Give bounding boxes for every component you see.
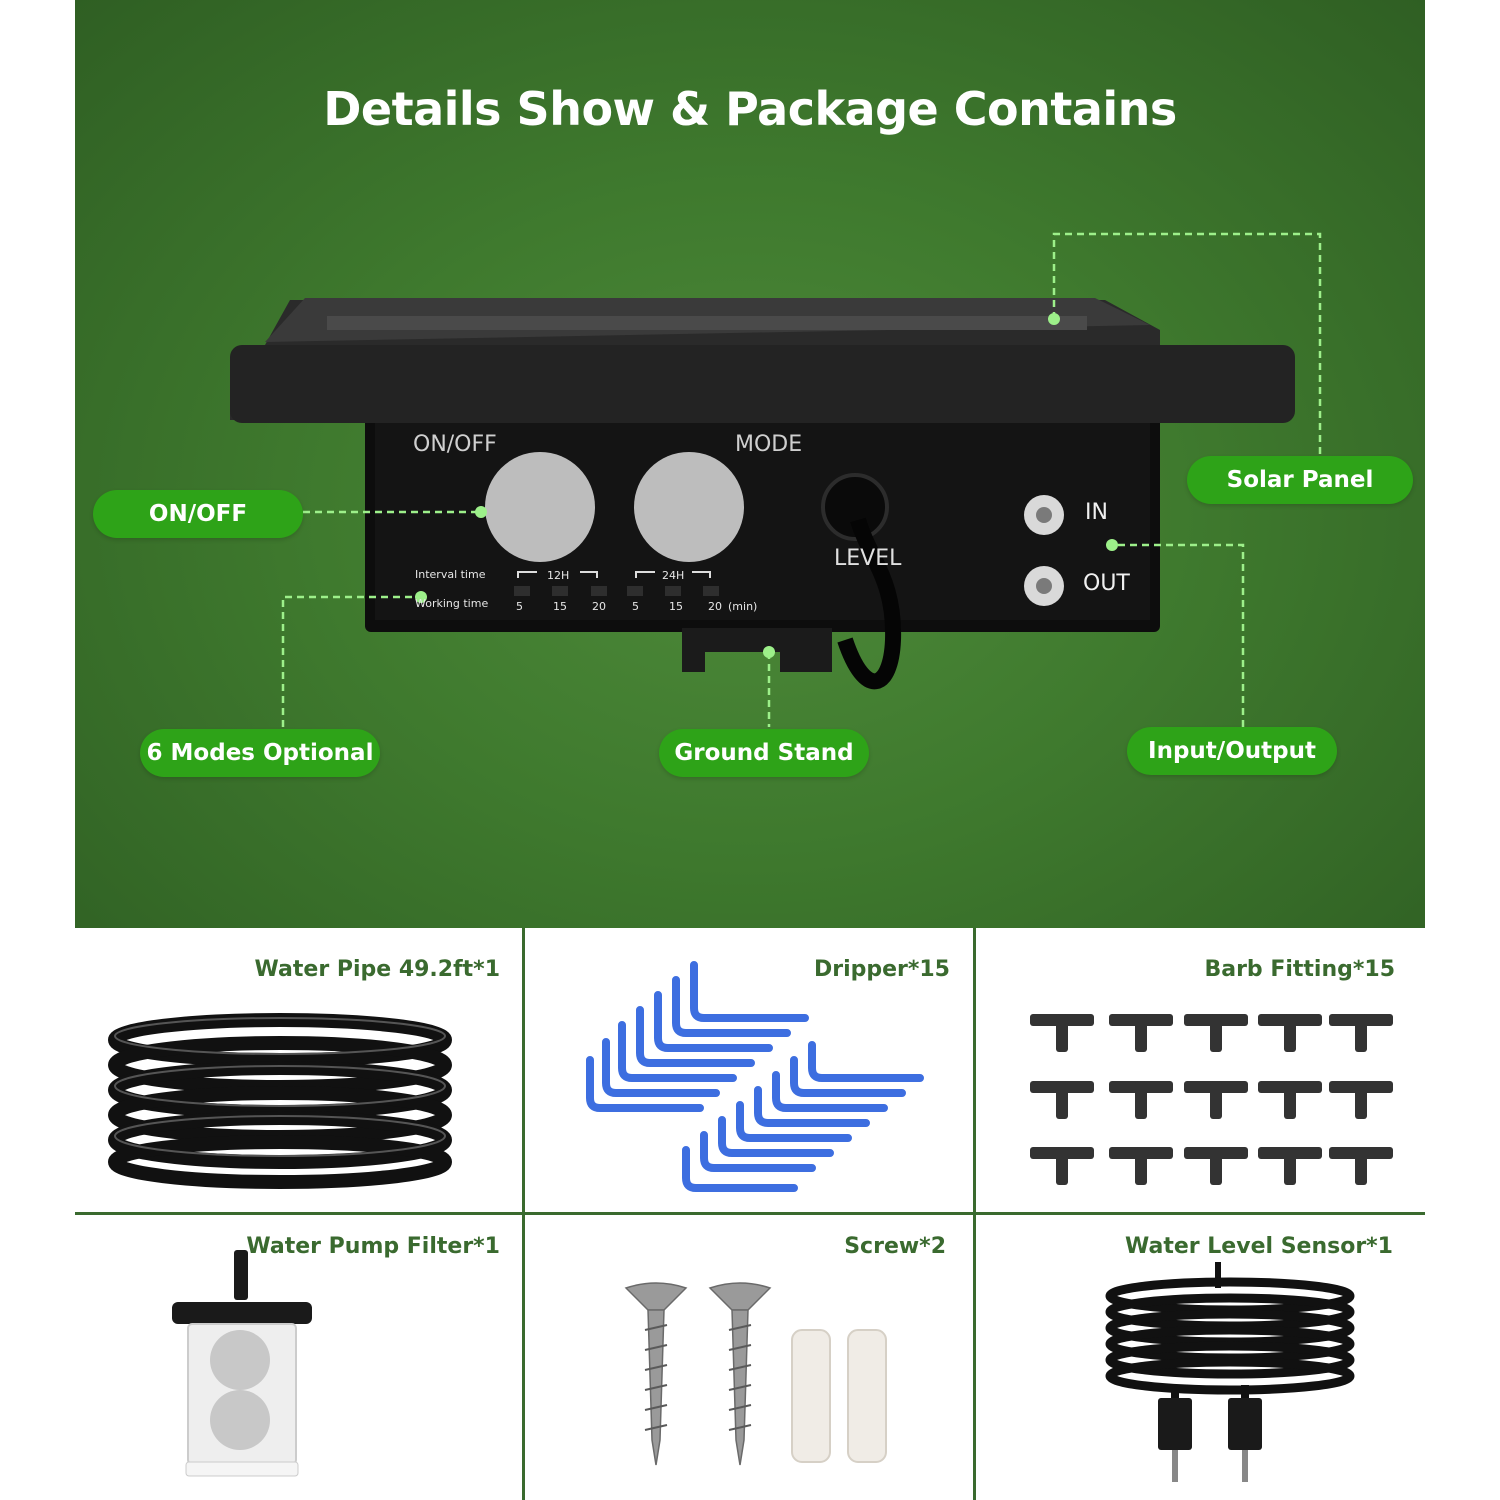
hero-section: Details Show & Package Contains <box>75 0 1425 928</box>
interval-time-label: Interval time <box>415 568 486 581</box>
device-out-label: OUT <box>1083 571 1130 596</box>
minute-label: 15 <box>669 600 683 613</box>
package-label-screw: Screw*2 <box>844 1234 946 1259</box>
irrigation-device-illustration <box>230 232 1322 727</box>
minute-unit-label: (min) <box>728 600 758 613</box>
minute-label: 20 <box>708 600 722 613</box>
working-time-label: Working time <box>415 597 489 610</box>
package-label-pump-filter: Water Pump Filter*1 <box>246 1234 500 1259</box>
device-on-off-label: ON/OFF <box>413 432 497 457</box>
device-level-label: LEVEL <box>834 546 902 571</box>
grid-divider <box>75 1212 1425 1215</box>
group-24h-label: 24H <box>662 569 685 582</box>
device-mode-label: MODE <box>735 432 803 457</box>
package-label-water-pipe: Water Pipe 49.2ft*1 <box>254 957 500 982</box>
grid-divider <box>522 928 525 1500</box>
group-12h-label: 12H <box>547 569 570 582</box>
minute-label: 5 <box>632 600 639 613</box>
minute-label: 5 <box>516 600 523 613</box>
page-title: Details Show & Package Contains <box>323 82 1177 136</box>
package-label-barb-fitting: Barb Fitting*15 <box>1204 957 1395 982</box>
callout-input-output: Input/Output <box>1127 727 1337 775</box>
package-label-water-level-sensor: Water Level Sensor*1 <box>1125 1234 1393 1259</box>
callout-on-off: ON/OFF <box>93 490 303 538</box>
callout-ground-stand: Ground Stand <box>659 729 869 777</box>
grid-divider <box>973 928 976 1500</box>
minute-label: 15 <box>553 600 567 613</box>
minute-label: 20 <box>592 600 606 613</box>
device-in-label: IN <box>1085 500 1108 525</box>
callout-six-modes: 6 Modes Optional <box>140 729 380 777</box>
callout-solar-panel: Solar Panel <box>1187 456 1413 504</box>
package-label-dripper: Dripper*15 <box>813 957 950 982</box>
